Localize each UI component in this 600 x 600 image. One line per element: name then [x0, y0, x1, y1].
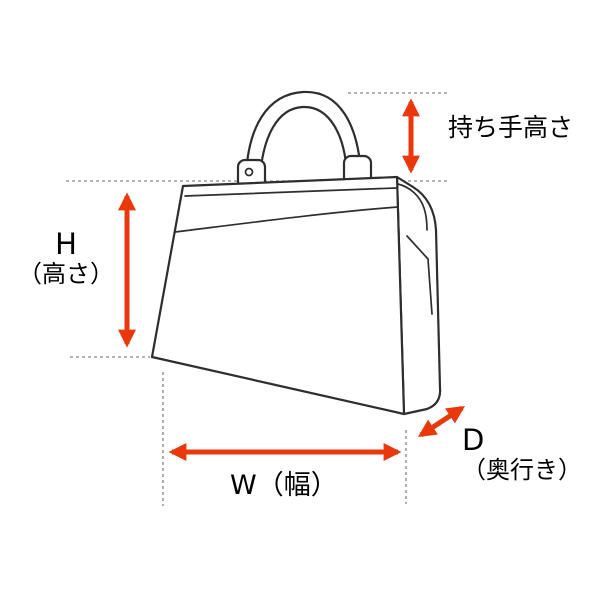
handbag-illustration [150, 90, 442, 416]
bag-front-panel [150, 175, 406, 416]
dimension-arrows [118, 98, 466, 461]
height-label: H （高さ） [14, 227, 118, 289]
height-caption: （高さ） [18, 260, 114, 289]
bag-side-dart-line [406, 235, 433, 315]
bag-flap-edge-line [174, 206, 399, 233]
depth-caption: （奥行き） [462, 456, 582, 485]
depth-label: D （奥行き） [462, 423, 582, 485]
depth-arrow [417, 405, 466, 438]
guide-lines [66, 92, 447, 506]
width-label: W（幅） [230, 470, 338, 501]
bag-side-frame-line [397, 183, 428, 231]
bag-handle-rivet [244, 167, 254, 177]
height-letter: H [55, 227, 77, 261]
bag-frame-top-line [184, 187, 397, 197]
handle-height-label: 持ち手高さ [448, 113, 574, 142]
depth-letter: D [462, 423, 485, 457]
